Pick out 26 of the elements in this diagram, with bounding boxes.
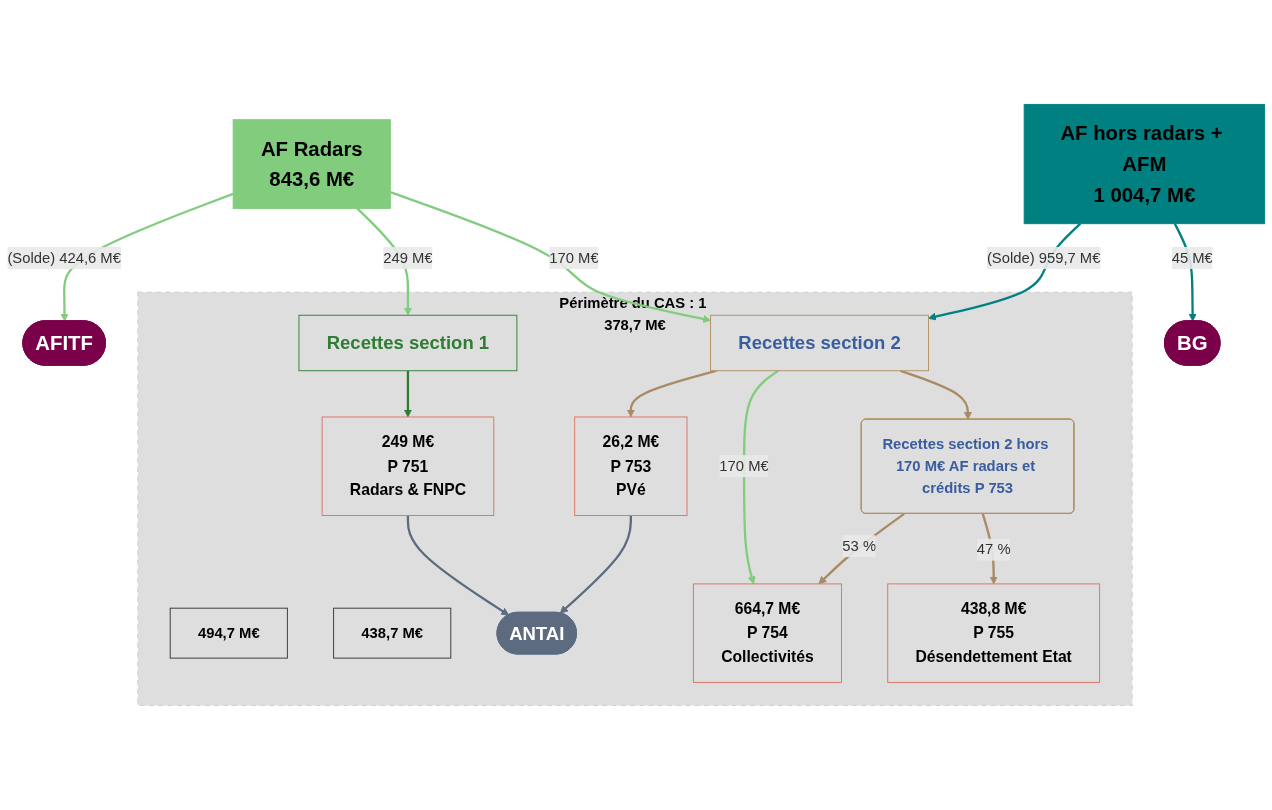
node-box: 494,7 M€ (169, 607, 288, 659)
node-box: Recettes section 1 (298, 314, 518, 372)
edge-label: 170 M€ (719, 457, 769, 474)
node-box: AF hors radars + AFM 1 004,7 M€ (1023, 104, 1266, 225)
edge-label: (Solde) 424,6 M€ (7, 249, 121, 266)
arrow (899, 369, 972, 420)
arrow (390, 191, 711, 323)
edge-label: 45 M€ (1171, 249, 1213, 266)
arrow (818, 512, 905, 585)
edge-label: 53 % (842, 537, 877, 554)
node-box: AF Radars 843,6 M€ (232, 119, 391, 209)
arrow (406, 515, 510, 616)
node-box: 664,7 M€ P 754 Collectivités (692, 583, 842, 683)
edge-label: 47 % (976, 541, 1011, 558)
node-box: 438,7 M€ (333, 607, 452, 659)
node-box: 26,2 M€ P 753 PVé (574, 416, 688, 516)
arrow (403, 370, 412, 418)
edge-label: 170 M€ (549, 249, 599, 266)
edge-label: 249 M€ (383, 249, 433, 266)
node-box: 438,8 M€ P 755 Désendettement Etat (887, 583, 1101, 683)
node-box: Recettes section 2 (710, 314, 929, 372)
node-box: 249 M€ P 751 Radars & FNPC (321, 416, 495, 516)
arrow (742, 369, 779, 585)
arrow (626, 369, 717, 418)
edge-label: (Solde) 959,7 M€ (986, 249, 1101, 266)
arrow (559, 515, 632, 614)
